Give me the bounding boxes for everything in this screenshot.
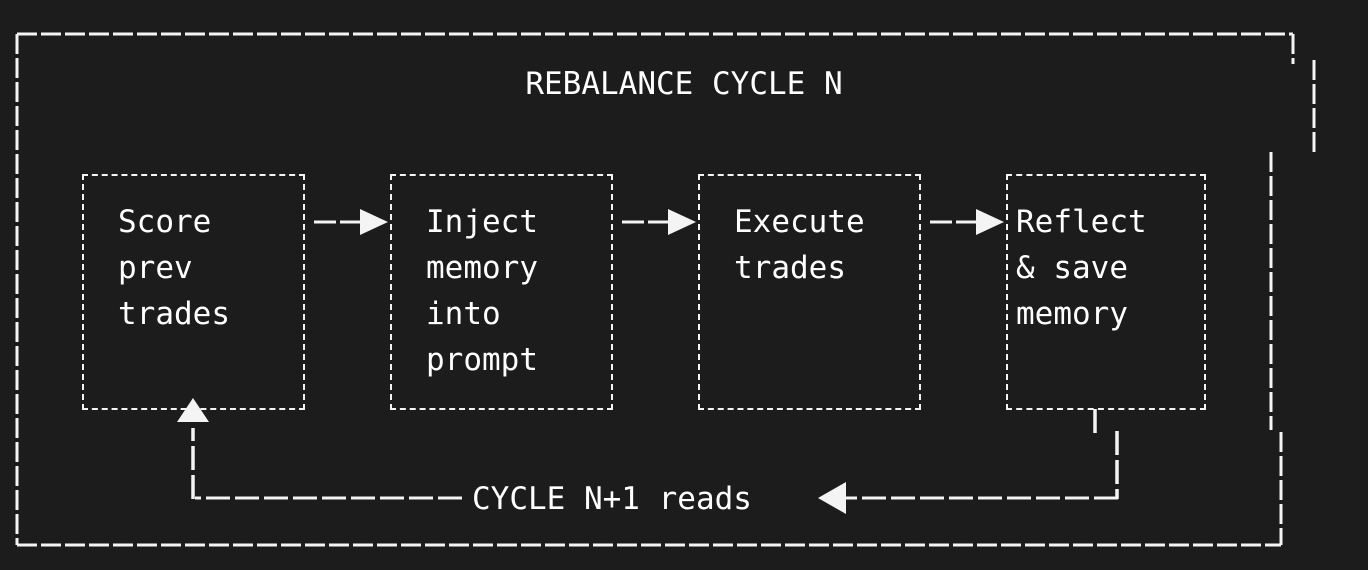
node-inject-memory-into-prompt[interactable]: Inject memory into prompt (390, 174, 613, 410)
feedback-arrowhead-up (177, 398, 209, 422)
node-score-prev-trades[interactable]: Score prev trades (82, 174, 305, 410)
subgraph-border (15, 32, 1316, 547)
node-execute-trades-label: Execute trades (734, 204, 865, 286)
edge-feedback-loop (177, 398, 1119, 514)
node-reflect-and-save-memory[interactable]: Reflect & save memory (1006, 174, 1206, 410)
node-score-prev-trades-label: Score prev trades (118, 204, 230, 332)
edge-inject-to-execute (622, 209, 696, 235)
edge-score-to-inject (314, 209, 388, 235)
edge-label-cycle-n-plus-1-reads: CYCLE N+1 reads (462, 479, 762, 519)
node-execute-trades[interactable]: Execute trades (698, 174, 921, 410)
node-reflect-and-save-memory-label: Reflect & save memory (1016, 204, 1147, 332)
edge-inject-to-execute-arrowhead (668, 209, 696, 235)
edge-score-to-inject-arrowhead (360, 209, 388, 235)
edge-execute-to-reflect-arrowhead (976, 209, 1004, 235)
edge-execute-to-reflect (930, 209, 1004, 235)
feedback-arrowhead-left (818, 482, 846, 514)
subgraph-title: REBALANCE CYCLE N (525, 66, 843, 102)
node-inject-memory-into-prompt-label: Inject memory into prompt (426, 204, 538, 378)
